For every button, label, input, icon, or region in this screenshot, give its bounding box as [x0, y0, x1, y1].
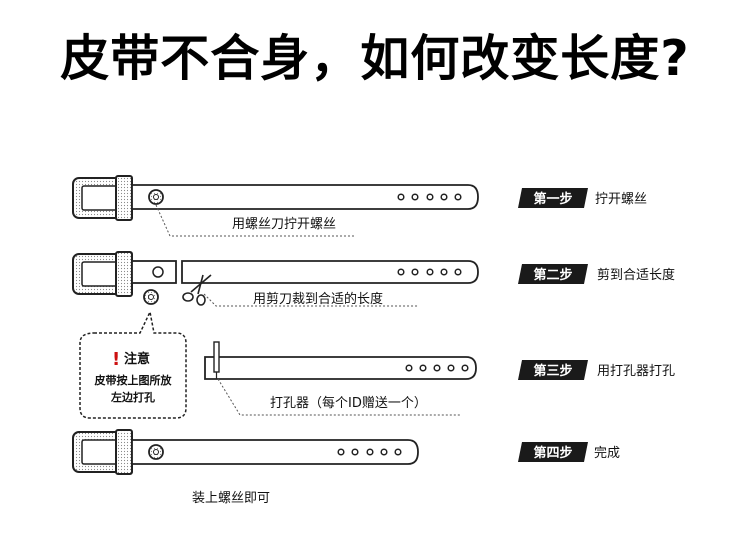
step2-tag: 第二步: [533, 267, 572, 283]
step3-belt: 打孔器（每个ID赠送一个）: [204, 341, 477, 416]
step1-desc: 拧开螺丝: [595, 192, 647, 207]
belt-buckle-icon: [72, 175, 133, 221]
belt-holes: [405, 364, 469, 372]
note-title: 注意: [124, 351, 150, 367]
page-title: 皮带不合身，如何改变长度?: [60, 30, 690, 87]
warning-mark-icon: !: [112, 349, 120, 370]
step1-callout: 用螺丝刀拧开螺丝: [232, 217, 336, 232]
step2-desc: 剪到合适长度: [597, 267, 675, 283]
step2-callout: 用剪刀裁到合适的长度: [253, 291, 383, 307]
step3-label: 第三步 用打孔器打孔: [518, 360, 675, 380]
note-line1: 皮带按上图所放: [94, 373, 173, 387]
step2-belt: 用剪刀裁到合适的长度: [72, 251, 479, 307]
belt-holes: [337, 448, 402, 456]
step4-tag: 第四步: [533, 445, 572, 461]
step3-tag: 第三步: [533, 363, 572, 379]
note-line2: 左边打孔: [110, 390, 155, 404]
step2-label: 第二步 剪到合适长度: [518, 264, 675, 284]
step1-belt: 用螺丝刀拧开螺丝: [72, 175, 479, 237]
step4-callout: 装上螺丝即可: [192, 491, 270, 506]
step3-callout: 打孔器（每个ID赠送一个）: [270, 395, 427, 411]
screw-icon: [148, 444, 164, 460]
belt-buckle-icon: [72, 429, 133, 475]
step1-label: 第一步 拧开螺丝: [518, 188, 647, 208]
screw-icon: [148, 189, 164, 205]
warning-note: ! 注意 皮带按上图所放 左边打孔: [79, 309, 187, 419]
step4-belt: 装上螺丝即可: [72, 429, 419, 506]
step4-label: 第四步 完成: [518, 442, 620, 462]
step3-desc: 用打孔器打孔: [597, 364, 675, 379]
step1-tag: 第一步: [533, 191, 572, 207]
hole-punch-icon: [213, 341, 220, 379]
belt-holes: [397, 268, 462, 276]
belt-buckle-icon: [72, 251, 133, 297]
screw-icon: [143, 289, 159, 305]
belt-holes: [397, 193, 462, 201]
step4-desc: 完成: [594, 446, 620, 461]
scissors-icon: [182, 274, 212, 306]
